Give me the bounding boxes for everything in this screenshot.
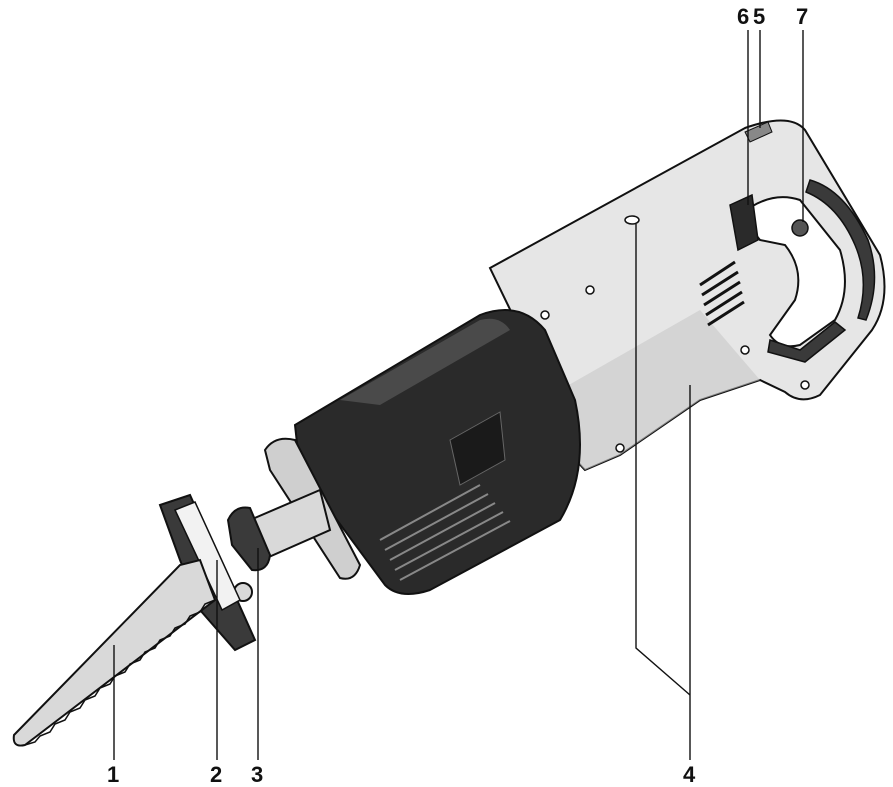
switch-button: [729, 193, 759, 252]
callout-5: 5: [753, 4, 765, 29]
callout-3: 3: [251, 762, 263, 787]
housing-shadow: [559, 310, 760, 470]
callout-2: 2: [210, 762, 222, 787]
motor-housing: [293, 309, 581, 595]
motor-body: [293, 309, 581, 595]
handle-lower-grip: [767, 321, 847, 363]
housing-screw: [615, 443, 625, 453]
callout-7: 7: [796, 4, 808, 29]
callout-1: 1: [107, 762, 119, 787]
housing-slot: [624, 215, 640, 225]
callout-4: 4: [683, 762, 696, 787]
housing-screw: [540, 310, 550, 320]
callout-leaders: [113, 30, 804, 760]
handle-opening: [738, 196, 846, 348]
motor-fins: [379, 484, 511, 581]
lock-on-button: [791, 219, 809, 237]
housing-screw: [740, 345, 750, 355]
housing-screw: [800, 380, 810, 390]
housing-screw: [585, 285, 595, 295]
saw-housing: [488, 119, 886, 472]
saw-blade-teeth: [24, 599, 216, 746]
handle-grip: [805, 179, 876, 321]
callout-labels: 1 2 3 4 6 5 7: [107, 4, 808, 787]
housing-vents: [699, 260, 745, 327]
callout-6: 6: [737, 4, 749, 29]
motor-highlight: [340, 318, 510, 405]
motor-badge: [449, 411, 506, 486]
blade-clamp: [226, 506, 272, 572]
